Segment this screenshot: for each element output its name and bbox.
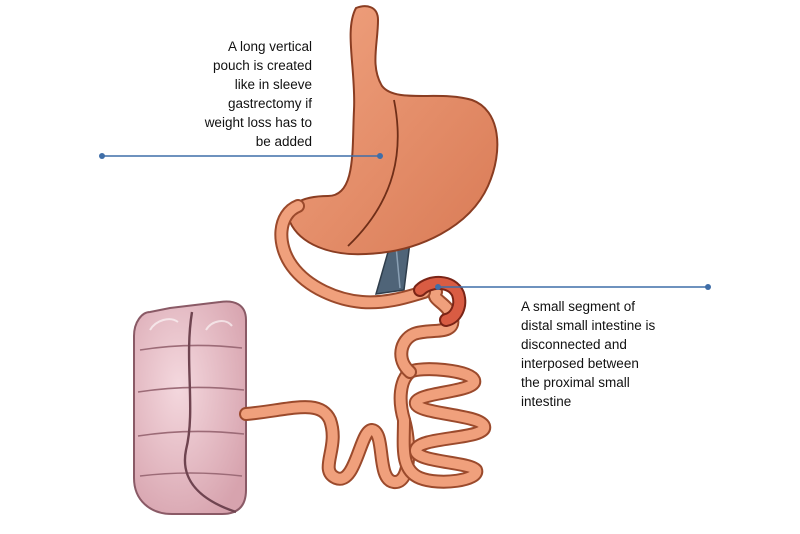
biliary-tube [374, 237, 411, 295]
large-intestine [133, 300, 247, 515]
small-intestine [239, 285, 491, 489]
pouch-annotation: A long vertical pouch is created like in… [204, 39, 312, 149]
stomach [274, 5, 499, 310]
segment-annotation: A small segment of distal small intestin… [521, 299, 656, 409]
interposed-segment [413, 276, 467, 327]
leader-line-segment [435, 284, 711, 290]
leader-line-pouch [99, 153, 383, 159]
